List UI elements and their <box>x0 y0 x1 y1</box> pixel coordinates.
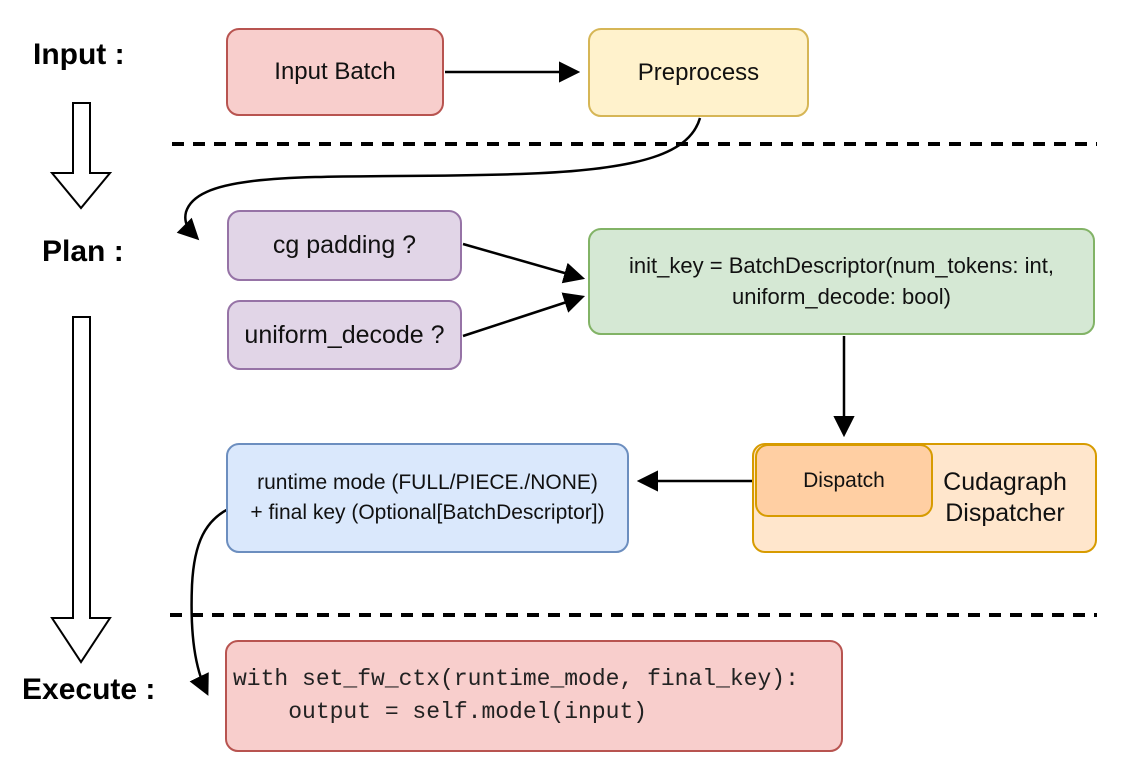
node-preprocess-label: Preprocess <box>637 58 760 86</box>
node-cg-padding-label: cg padding ? <box>272 231 417 260</box>
node-runtime-line1: runtime mode (FULL/PIECE./NONE) <box>257 470 598 494</box>
node-init-key: init_key = BatchDescriptor(num_tokens: i… <box>588 228 1095 335</box>
node-runtime-line2: + final key (Optional[BatchDescriptor]) <box>250 501 605 524</box>
execute-code-line2: output = self.model(input) <box>233 699 648 725</box>
arrow-cgpadding-to-initkey <box>462 242 586 284</box>
node-init-key-line2: uniform_decode: bool) <box>732 283 951 309</box>
stage-label-execute: Execute : <box>22 673 156 706</box>
node-preprocess: Preprocess <box>588 28 809 117</box>
node-cudagraph-dispatcher-label: Cudagraph Dispatcher <box>915 467 1095 530</box>
node-uniform-decode: uniform_decode ? <box>227 300 462 370</box>
stage-label-plan: Plan : <box>42 235 124 268</box>
stage-arrow-input-to-plan <box>49 102 113 210</box>
execute-code-line1: with set_fw_ctx(runtime_mode, final_key)… <box>233 666 799 692</box>
cudagraph-line1: Cudagraph <box>943 467 1067 496</box>
node-init-key-line1: init_key = BatchDescriptor(num_tokens: i… <box>629 252 1054 278</box>
node-uniform-decode-label: uniform_decode ? <box>244 320 445 349</box>
node-runtime-mode: runtime mode (FULL/PIECE./NONE) + final … <box>226 443 629 553</box>
arrow-uniformdecode-to-initkey <box>462 292 586 338</box>
node-input-batch-label: Input Batch <box>274 58 396 86</box>
node-input-batch: Input Batch <box>226 28 444 116</box>
cudagraph-line2: Dispatcher <box>945 499 1065 527</box>
node-dispatch: Dispatch <box>755 444 933 517</box>
stage-label-input: Input : <box>33 38 125 71</box>
stage-arrow-plan-to-execute <box>50 316 112 664</box>
node-cg-padding: cg padding ? <box>227 210 462 281</box>
node-execute-code: with set_fw_ctx(runtime_mode, final_key)… <box>225 640 843 752</box>
node-dispatch-label: Dispatch <box>803 468 885 492</box>
